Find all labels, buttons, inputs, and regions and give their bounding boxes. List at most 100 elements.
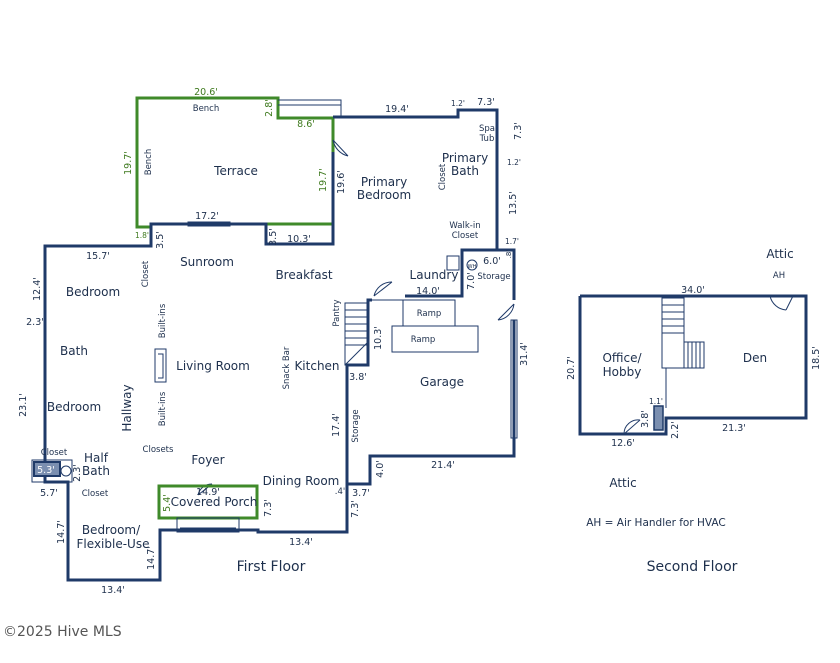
room-kitchen: Kitchen (294, 359, 339, 373)
room-ramp-2: Ramp (411, 335, 436, 345)
dim-laundry-tiny: .8' (505, 250, 513, 259)
door-office (623, 419, 641, 435)
room-den: Den (743, 351, 767, 365)
room-dining-room: Dining Room (263, 474, 340, 488)
room-primary-bedroom-2: Bedroom (357, 188, 411, 202)
copyright: ©2025 Hive MLS (3, 624, 122, 640)
room-half-bath-1: Half (84, 451, 109, 465)
room-foyer: Foyer (191, 453, 224, 467)
dim-porch-side: 5.4' (162, 494, 173, 512)
room-spa-tub-2: Tub (479, 134, 495, 144)
room-bedroom-1: Bedroom (66, 285, 120, 299)
dim-second-step-small: 1.1' (649, 397, 663, 406)
dim-porch-width: 14.9' (196, 487, 220, 498)
laundry-box (446, 255, 460, 271)
room-hallway: Hallway (120, 384, 134, 431)
dim-flex-right: 14.7' (146, 546, 157, 570)
room-built-ins-1: Built-ins (158, 303, 168, 338)
first-floor-dimensions: 20.6' 2.8' 8.6' 19.7' 19.7' 1.8' 3.5' 17… (18, 87, 530, 596)
dim-bath-right: 7.3' (513, 122, 524, 140)
label-bench-top: Bench (193, 104, 220, 114)
dim-laundry-width: 14.0' (416, 286, 440, 297)
dim-hall-bottom: 5.7' (40, 488, 58, 499)
dim-second-step-2: 2.2' (670, 421, 681, 439)
dim-bath-small-2: 1.2' (507, 158, 521, 167)
dim-half-bath-h: 2.3' (72, 464, 83, 482)
room-bedroom-flex-1: Bedroom/ (82, 523, 141, 537)
first-floor-fixtures (31, 139, 518, 533)
primary-top-wall (333, 108, 499, 298)
dim-flex-bottom: 13.4' (101, 585, 125, 596)
first-floor-title: First Floor (237, 559, 306, 575)
room-breakfast: Breakfast (275, 268, 332, 282)
room-spa-tub-1: Spa (479, 124, 495, 134)
room-storage-kitchen: Storage (351, 409, 361, 442)
garage-bottom-wall (345, 298, 516, 486)
room-closets: Closets (143, 445, 174, 455)
room-attic-bottom: Attic (609, 476, 636, 490)
dim-second-den-bottom: 21.3' (722, 423, 746, 434)
dim-bench-depth: 2.8' (264, 99, 275, 117)
porch-step (176, 517, 240, 533)
room-covered-porch: Covered Porch (171, 495, 258, 509)
dim-laundry-small: 1.7' (505, 237, 519, 246)
dim-dining-right: 7.3' (350, 500, 361, 518)
dim-sunroom-step-r: 3.5' (268, 228, 279, 246)
dim-flex-left: 14.7' (56, 520, 67, 544)
dim-terrace-small: 1.8' (135, 231, 149, 240)
room-bedroom-2: Bedroom (47, 400, 101, 414)
room-living-room: Living Room (176, 359, 250, 373)
dim-second-right: 18.5' (811, 346, 822, 370)
half-bath-box (33, 461, 61, 477)
wh-icon (466, 259, 478, 271)
dim-dining-step: 3.7' (352, 488, 370, 499)
room-storage-laundry: Storage (477, 272, 510, 282)
garage-right-wall (497, 248, 516, 300)
dim-second-office-bottom: 12.6' (611, 438, 635, 449)
door-laundry (373, 281, 393, 297)
dim-laundry-height: 7.0' (466, 272, 477, 290)
room-office-2: Hobby (603, 365, 642, 379)
dim-kitchen-step: 3.8' (349, 372, 367, 383)
dim-terrace-right: 19.7' (318, 168, 329, 192)
dim-terrace-top: 20.6' (194, 87, 218, 98)
room-walk-in-closet-1: Walk-in (449, 221, 480, 231)
room-terrace: Terrace (213, 164, 258, 178)
label-wh: WH (468, 264, 477, 270)
room-built-ins-2: Built-ins (158, 391, 168, 426)
terrace-door-bar (187, 221, 231, 227)
dim-garage-bottom: 21.4' (431, 460, 455, 471)
pantry-stairs (344, 302, 368, 366)
room-primary-bath-1: Primary (442, 151, 488, 165)
dim-terrace-door: 17.2' (195, 211, 219, 222)
garage-door (510, 319, 518, 439)
dim-bedroom-left: 12.4' (32, 277, 43, 301)
room-pantry: Pantry (332, 299, 342, 326)
second-floor-title: Second Floor (647, 559, 738, 575)
dim-second-left: 20.7' (566, 356, 577, 380)
dim-bath-left: 2.3' (26, 317, 44, 328)
dim-sunroom-top: 15.7' (86, 251, 110, 262)
dim-sunroom-step-l: 3.5' (155, 231, 166, 249)
dim-primary-left: 19.6' (336, 170, 347, 194)
first-floor-labels: Terrace Primary Bedroom Primary Bath Spa… (41, 104, 511, 551)
dim-half-bath-w: 5.3' (37, 465, 55, 476)
room-laundry: Laundry (410, 268, 459, 282)
room-primary-bath-2: Bath (451, 164, 479, 178)
dim-garage-right: 31.4' (519, 342, 530, 366)
dim-dining-tiny: .4' (335, 487, 345, 497)
dim-dining-bottom: 13.4' (289, 537, 313, 548)
second-floor-stairs-landing (683, 341, 705, 369)
terrace-outline (135, 96, 335, 229)
second-floor-outline (578, 294, 808, 436)
room-office-1: Office/ (602, 351, 642, 365)
wh-icon-2 (60, 465, 72, 477)
ramp-outline (372, 299, 479, 353)
legend-note: AH = Air Handler for HVAC (586, 517, 726, 529)
dim-bath-small: 1.2' (451, 99, 465, 108)
second-floor-walls (578, 294, 808, 436)
dim-garage-step: 4.0' (375, 460, 386, 478)
room-bedroom-flex-2: Flexible-Use (77, 537, 150, 551)
door-primary (332, 139, 349, 157)
